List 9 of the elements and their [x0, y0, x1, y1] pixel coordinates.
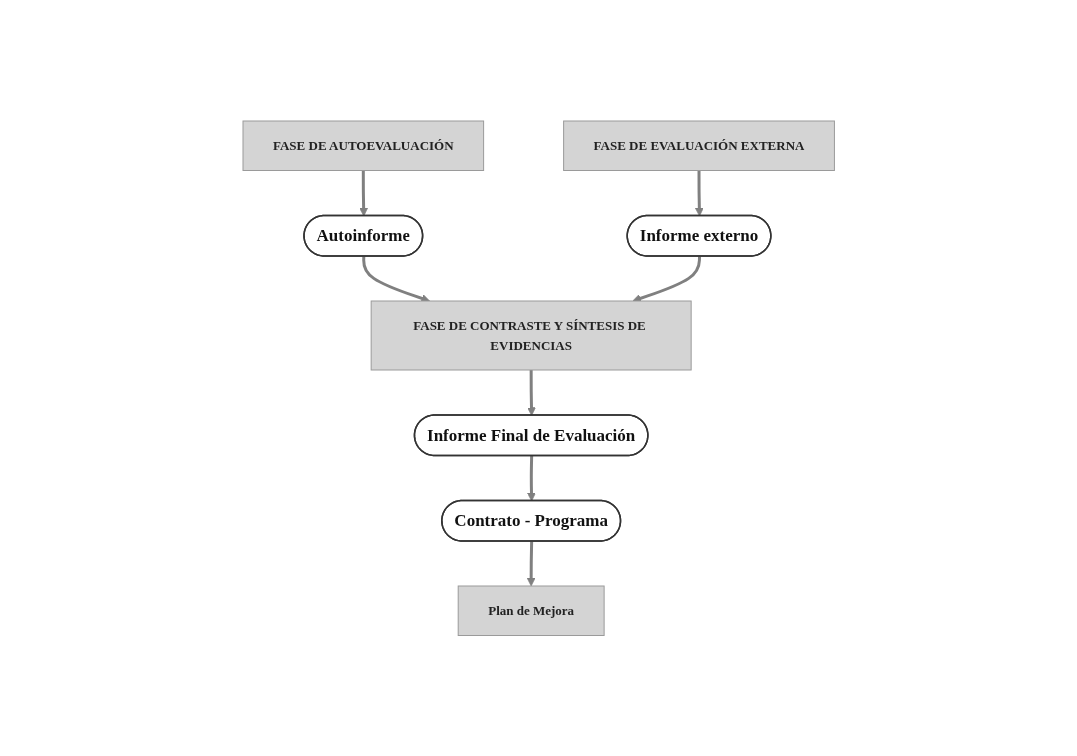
node-box: FASE DE CONTRASTE Y SÍNTESIS DE EVIDENCIAS: [370, 300, 692, 371]
node-box: FASE DE AUTOEVALUACIÓN: [242, 120, 484, 171]
arrow: [694, 170, 704, 217]
arrow: [526, 455, 536, 502]
node-box: Plan de Mejora: [457, 585, 605, 636]
arrow: [359, 170, 368, 217]
arrow: [526, 541, 536, 587]
node-box: FASE DE EVALUACIÓN EXTERNA: [562, 120, 835, 171]
arrow: [526, 369, 536, 416]
